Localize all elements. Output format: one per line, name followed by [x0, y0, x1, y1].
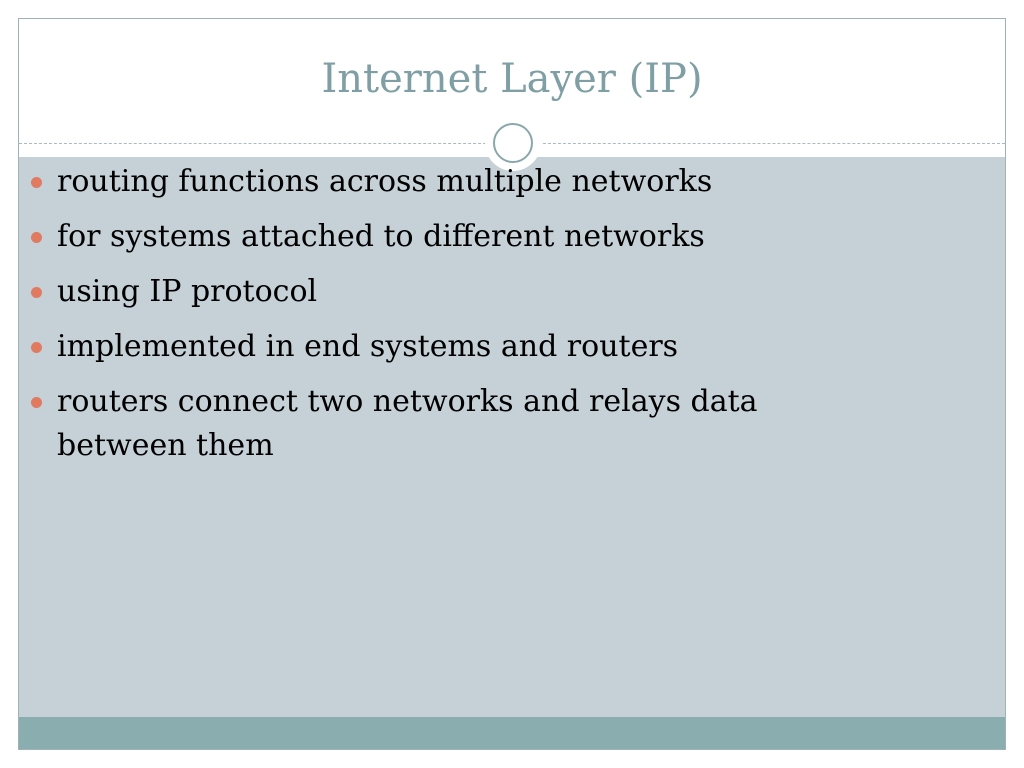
- round-bullet-icon: [31, 177, 42, 188]
- bullet-item: implemented in end systems and routers: [31, 325, 877, 369]
- bullet-text: routing functions across multiple networ…: [57, 164, 713, 199]
- round-bullet-icon: [31, 232, 42, 243]
- ring-inner: [493, 123, 533, 163]
- bullet-text: routers connect two networks and relays …: [57, 384, 758, 463]
- bullet-item: routers connect two networks and relays …: [31, 380, 877, 468]
- bullet-item: for systems attached to different networ…: [31, 215, 877, 259]
- footer-bar: [19, 717, 1005, 749]
- bullet-item: using IP protocol: [31, 270, 877, 314]
- bullet-text: implemented in end systems and routers: [57, 329, 679, 364]
- bullet-item: routing functions across multiple networ…: [31, 160, 877, 204]
- bullet-text: using IP protocol: [57, 274, 318, 309]
- ring-ornament-icon: [485, 115, 541, 171]
- round-bullet-icon: [31, 342, 42, 353]
- bullet-text: for systems attached to different networ…: [57, 219, 705, 254]
- slide-title: Internet Layer (IP): [321, 56, 703, 102]
- bullet-list: routing functions across multiple networ…: [31, 160, 877, 479]
- content-panel: [19, 157, 1005, 717]
- round-bullet-icon: [31, 287, 42, 298]
- round-bullet-icon: [31, 397, 42, 408]
- slide: Internet Layer (IP): [18, 18, 1006, 750]
